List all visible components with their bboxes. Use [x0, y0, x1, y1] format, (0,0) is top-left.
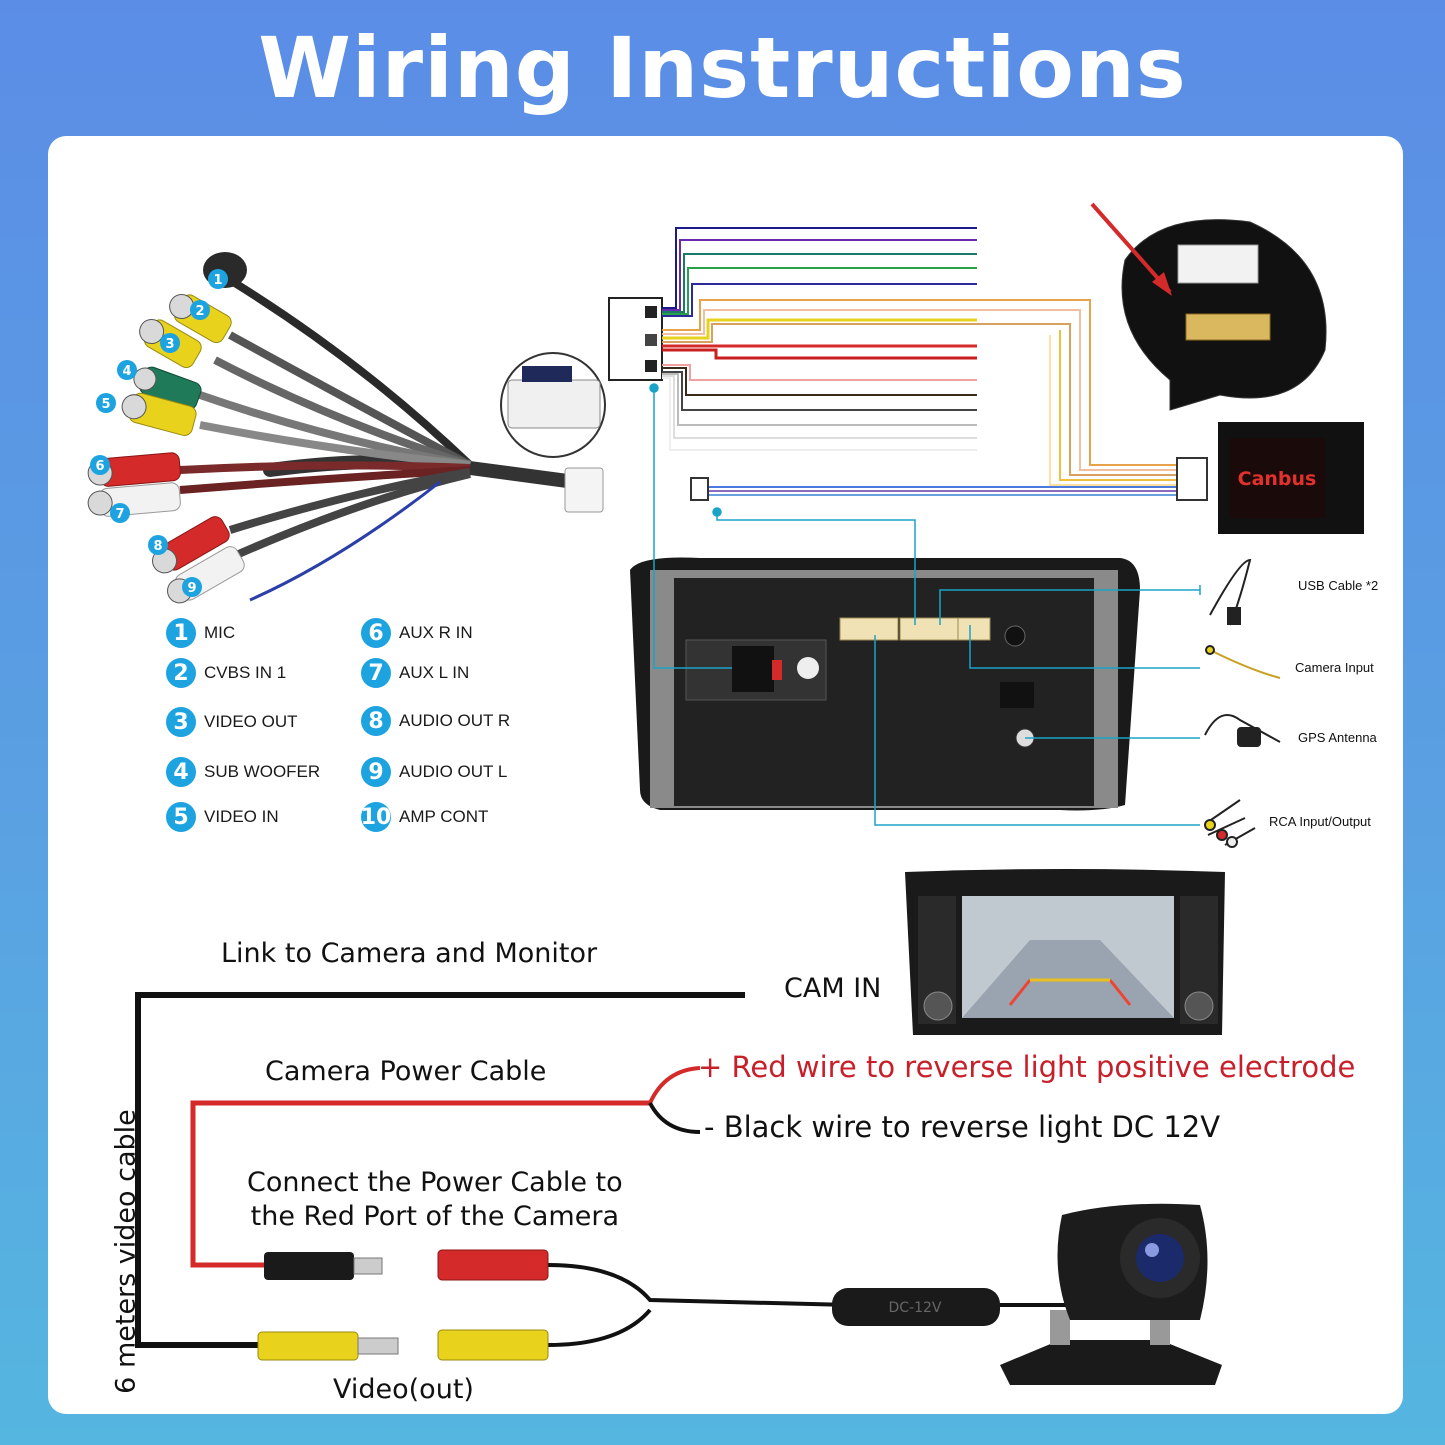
rca-io-label: RCA Input/Output	[1269, 814, 1371, 829]
black-wire-instruction: - Black wire to reverse light DC 12V	[704, 1110, 1220, 1144]
svg-text:3: 3	[165, 337, 174, 352]
legend-badge: 1	[166, 618, 196, 648]
cam-in-label: CAM IN	[784, 973, 882, 1004]
minus-sign: -	[704, 1110, 715, 1144]
legend-label: VIDEO IN	[204, 807, 279, 826]
legend-item-6: 6 AUX R IN	[361, 618, 473, 648]
camera-plugs: DC-12V	[257, 1249, 1000, 1361]
accessory-icons	[1204, 558, 1281, 848]
svg-text:9: 9	[187, 581, 196, 596]
iso-plug-zoom	[500, 352, 606, 458]
legend-label: MIC	[204, 623, 236, 642]
legend-item-10: 10 AMP CONT	[361, 802, 488, 832]
canbus-box: Canbus	[1218, 422, 1364, 534]
legend-item-9: 9 AUDIO OUT L	[361, 757, 507, 787]
svg-text:2: 2	[195, 304, 204, 319]
legend-item-3: 3 VIDEO OUT	[166, 707, 298, 737]
legend-label: VIDEO OUT	[204, 712, 298, 731]
backup-camera	[1000, 1203, 1222, 1385]
legend-label: CVBS IN 1	[204, 663, 287, 682]
link-label: Link to Camera and Monitor	[221, 938, 598, 969]
legend-badge: 9	[361, 757, 391, 787]
canbus-zoom	[1090, 202, 1327, 411]
harness-badges: 1 2 3 4 5 6 7 8 9	[90, 269, 228, 597]
legend-badge: 3	[166, 707, 196, 737]
connect-note-line1: Connect the Power Cable to	[247, 1167, 623, 1198]
wiring-diagram: 1 2 3 4 5 6 7 8 9	[87, 202, 1364, 1385]
legend-label: AUDIO OUT R	[399, 711, 511, 730]
connect-note: Connect the Power Cable to the Red Port …	[247, 1166, 623, 1234]
svg-text:6: 6	[95, 459, 104, 474]
video-cable-label: 6 meters video cable	[110, 1109, 142, 1394]
camera-input-label: Camera Input	[1295, 660, 1374, 675]
legend-item-4: 4 SUB WOOFER	[166, 757, 320, 787]
red-wire-text: Red wire to reverse light positive elect…	[731, 1050, 1356, 1084]
legend-badge: 6	[361, 618, 391, 648]
legend-item-7: 7 AUX L IN	[361, 658, 469, 688]
camera-cables	[135, 992, 1070, 1348]
svg-text:8: 8	[153, 539, 162, 554]
svg-text:4: 4	[122, 364, 131, 379]
legend-badge: 2	[166, 658, 196, 688]
legend-label: AUX R IN	[399, 623, 473, 642]
black-wire-text: Black wire to reverse light DC 12V	[723, 1110, 1221, 1144]
dc-label: DC-12V	[889, 1300, 942, 1316]
legend-label: AMP CONT	[399, 807, 489, 826]
diagram-panel: 1 2 3 4 5 6 7 8 9	[48, 136, 1403, 1414]
legend-item-1: 1 MIC	[166, 618, 235, 648]
svg-text:5: 5	[101, 397, 110, 412]
plus-sign: +	[698, 1050, 723, 1084]
red-wire-instruction: + Red wire to reverse light positive ele…	[698, 1050, 1355, 1084]
legend-item-8: 8 AUDIO OUT R	[361, 706, 510, 736]
legend-badge: 4	[166, 757, 196, 787]
gps-antenna-label: GPS Antenna	[1298, 730, 1377, 745]
usb-cable-label: USB Cable *2	[1298, 578, 1379, 593]
head-unit-back	[630, 557, 1140, 811]
legend-label: SUB WOOFER	[204, 762, 321, 781]
legend-badge: 10	[361, 802, 391, 832]
legend-item-2: 2 CVBS IN 1	[166, 658, 286, 688]
connect-note-line2: the Red Port of the Camera	[250, 1201, 619, 1232]
video-out-label: Video(out)	[333, 1374, 474, 1405]
canbus-label: Canbus	[1238, 468, 1317, 490]
legend-label: AUDIO OUT L	[399, 762, 508, 781]
legend-badge: 8	[361, 706, 391, 736]
svg-text:7: 7	[115, 507, 124, 522]
legend-badge: 7	[361, 658, 391, 688]
legend-badge: 5	[166, 802, 196, 832]
page-title: Wiring Instructions	[258, 19, 1187, 117]
head-unit-front	[905, 869, 1225, 1035]
power-cable-label: Camera Power Cable	[265, 1056, 547, 1087]
rca-harness: 1 2 3 4 5 6 7 8 9	[87, 252, 604, 604]
legend-label: AUX L IN	[399, 663, 470, 682]
legend-item-5: 5 VIDEO IN	[166, 802, 279, 832]
svg-text:1: 1	[213, 273, 222, 288]
wire-bundle	[608, 227, 1208, 501]
leader-lines	[649, 383, 1201, 826]
